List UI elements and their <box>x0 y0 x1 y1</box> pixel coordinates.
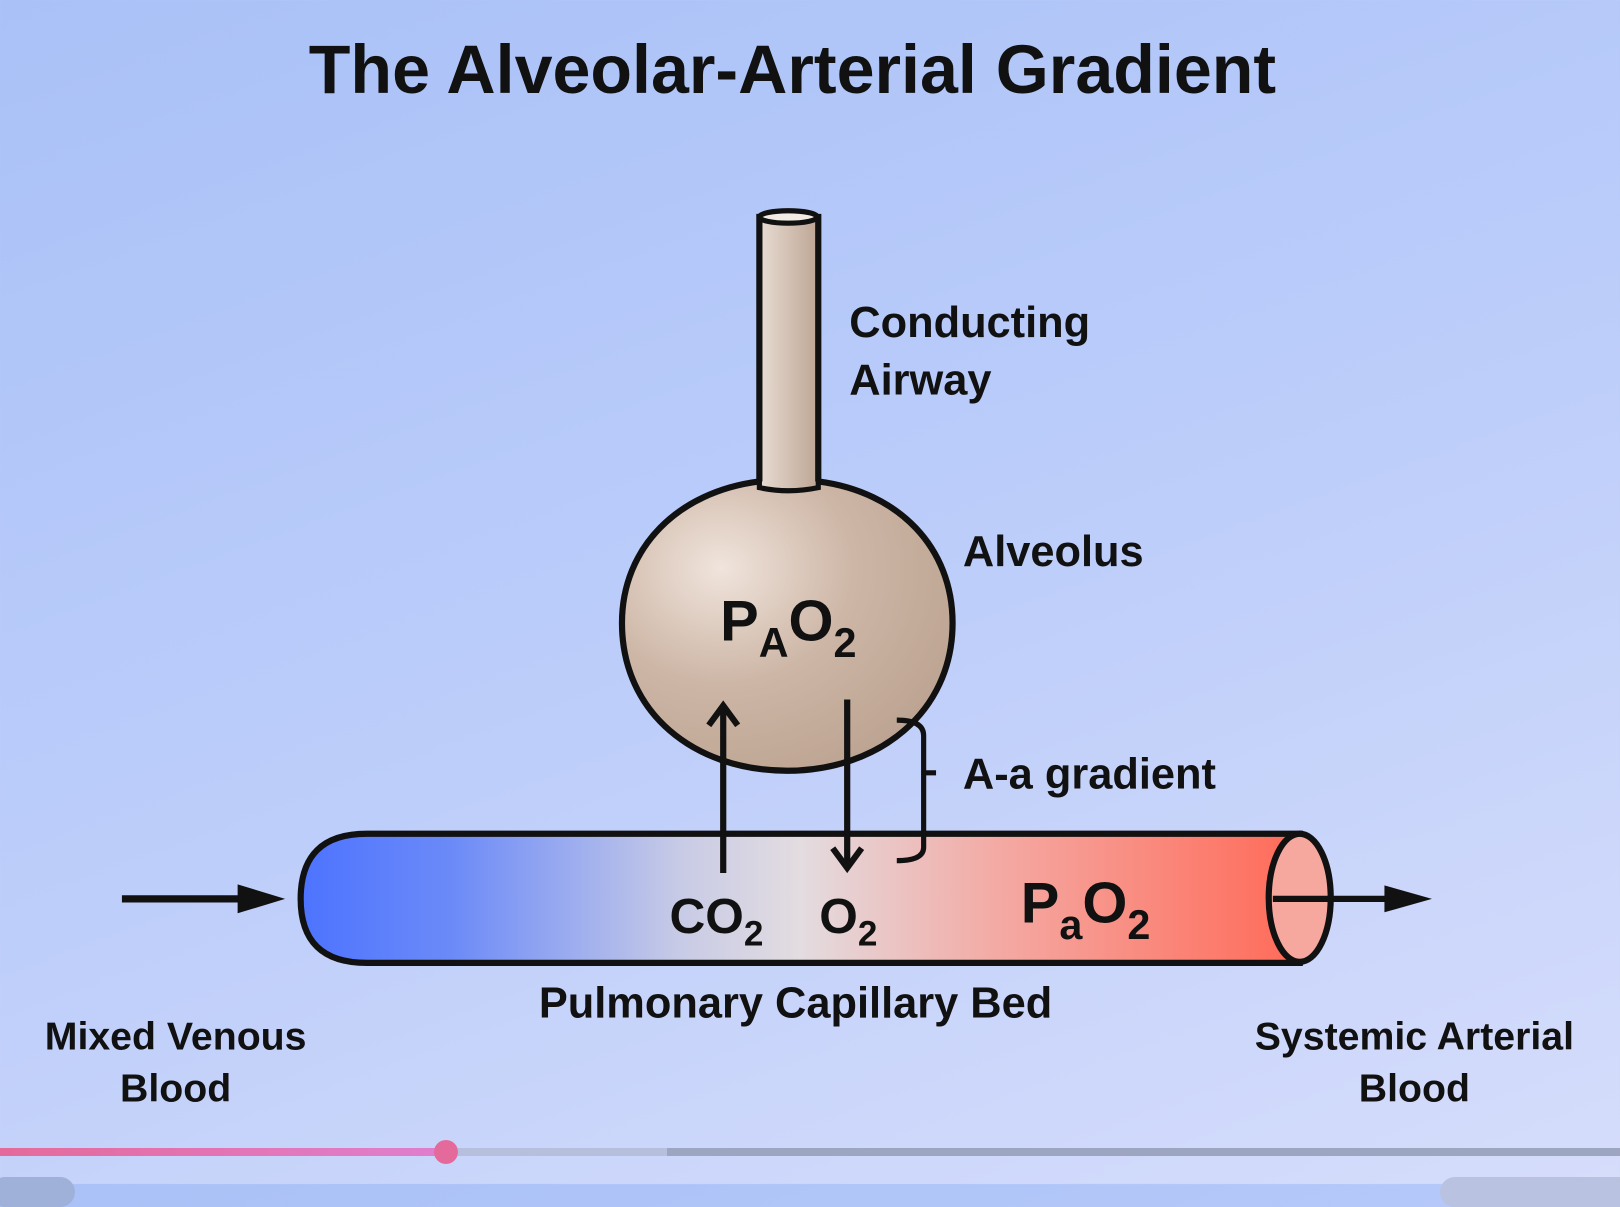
systemic-label-1: Systemic Arterial <box>1255 1015 1574 1059</box>
progress-scrubber-handle[interactable] <box>433 1140 458 1164</box>
arterial-po2: PaO2 <box>1021 872 1151 949</box>
outflow-arrow <box>1272 885 1432 913</box>
co2-arrow <box>706 700 741 874</box>
conducting-airway <box>756 208 822 491</box>
co2-label: CO2 <box>669 888 763 953</box>
progress-played <box>0 1148 446 1156</box>
alveolus-shape <box>618 478 956 774</box>
progress-track <box>0 1148 1620 1156</box>
slide-title: The Alveolar-Arterial Gradient <box>309 32 1276 108</box>
alveolar-po2: PAO2 <box>720 590 856 667</box>
airway-label-1: Conducting <box>849 299 1090 347</box>
systemic-label-2: Blood <box>1359 1066 1470 1110</box>
o2-arrow <box>830 699 865 874</box>
control-left-corner <box>0 1177 75 1207</box>
capillary-tube <box>297 830 1334 967</box>
alveolus-label: Alveolus <box>963 528 1144 576</box>
control-right-corner <box>1440 1177 1620 1207</box>
inflow-arrow <box>121 884 286 914</box>
venous-label-1: Mixed Venous <box>45 1015 307 1059</box>
video-progress-bar[interactable] <box>0 1140 1620 1164</box>
capillary-label: Pulmonary Capillary Bed <box>539 980 1052 1028</box>
airway-label-2: Airway <box>849 357 991 405</box>
gradient-brace <box>896 717 937 864</box>
venous-label-2: Blood <box>120 1066 231 1110</box>
o2-label: O2 <box>819 888 877 953</box>
gradient-label: A-a gradient <box>963 750 1216 798</box>
